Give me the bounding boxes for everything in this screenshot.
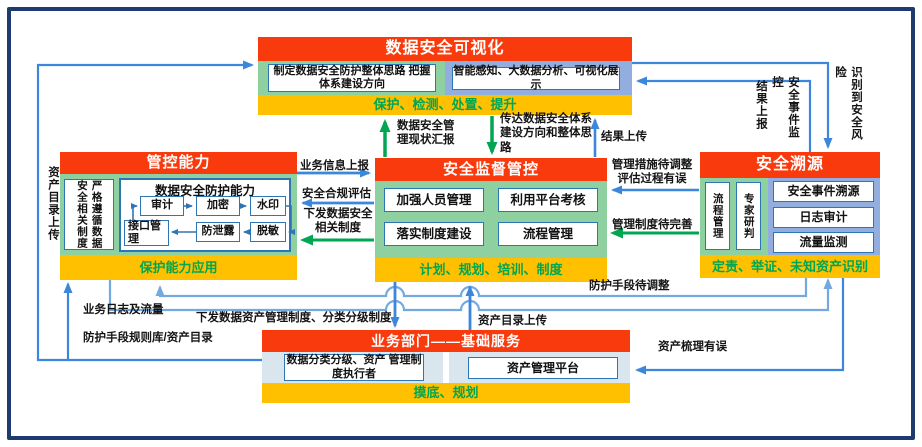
control-footer: 保护能力应用 xyxy=(60,255,297,280)
flow-box-interface-mgmt: 接口管理 xyxy=(124,220,169,246)
supervision-item-platform-assess: 利用平台考核 xyxy=(498,188,598,212)
traceability-vertical-process-mgmt: 流程管理 xyxy=(705,182,730,250)
label-result-report: 结果上报 xyxy=(755,80,767,130)
flow-box-encryption: 加密 xyxy=(196,196,240,216)
control-side-note-left-column: 安全相关制度 xyxy=(76,180,88,249)
traceability-vertical-process-mgmt-text: 流程管理 xyxy=(711,193,724,239)
business-footer: 摸底、规划 xyxy=(262,383,630,403)
supervision-box: 安全监督管控 加强人员管理 利用平台考核 落实制度建设 流程管理 计划、规划、培… xyxy=(375,158,607,282)
control-side-note: 安全相关制度 严格遵循数据 xyxy=(64,179,114,250)
traceability-item-traffic-monitor: 流量监测 xyxy=(773,232,874,253)
traceability-item-log-audit: 日志审计 xyxy=(773,207,874,228)
label-management-status-report: 数据安全管 理现状汇报 xyxy=(397,120,455,147)
label-protection-rules-asset-catalog: 防护手段规则库/资产目录 xyxy=(83,332,213,344)
label-business-logs-traffic: 业务日志及流量 xyxy=(83,304,164,316)
supervision-header: 安全监督管控 xyxy=(375,158,607,181)
visualization-box: 数据安全可视化 制定数据安全防护整体思路 把握体系建设方向 智能感知、大数据分析… xyxy=(258,37,632,115)
business-header: 业务部门——基础服务 xyxy=(262,330,630,352)
label-asset-catalog-upload-left: 资产目录上传 xyxy=(47,166,59,241)
control-header: 管控能力 xyxy=(60,152,297,174)
supervision-footer: 计划、规划、培训、制度 xyxy=(375,258,607,282)
flow-box-watermark: 水印 xyxy=(250,196,286,216)
label-asset-catalog-upload-center: 资产目录上传 xyxy=(478,315,547,327)
label-convey-system-direction: 传达数据安全体系 建设方向和整体思 路 xyxy=(500,113,592,154)
control-capability-title: 数据安全防护能力 xyxy=(154,184,255,198)
control-side-note-right-column: 严格遵循数据 xyxy=(90,180,103,249)
flow-box-desensitization: 脱敏 xyxy=(250,222,286,242)
business-right-item: 资产管理平台 xyxy=(468,357,618,379)
flow-box-audit: 审计 xyxy=(140,196,184,216)
label-issue-security-rules: 下发数据安全 相关制度 xyxy=(303,208,373,235)
supervision-item-personnel: 加强人员管理 xyxy=(384,188,484,212)
traceability-vertical-expert-judge: 专家研判 xyxy=(736,182,761,250)
traceability-footer: 定责、举证、未知资产识别 xyxy=(700,255,880,278)
label-protection-means-adjust: 防护手段待调整 xyxy=(589,280,670,292)
visualization-header: 数据安全可视化 xyxy=(258,37,632,61)
traceability-item-event-trace: 安全事件溯源 xyxy=(773,181,874,202)
visualization-footer: 保护、检测、处置、提升 xyxy=(258,95,632,115)
supervision-item-system-build: 落实制度建设 xyxy=(384,222,484,246)
label-management-measures-adjust: 管理措施待调整 评估过程有误 xyxy=(611,159,693,186)
outer-border xyxy=(7,7,915,440)
label-business-info-report: 业务信息上报 xyxy=(300,160,369,172)
label-management-system-improve: 管理制度待完善 xyxy=(612,219,693,231)
traceability-box: 安全溯源 流程管理 专家研判 安全事件溯源 日志审计 流量监测 定责、举证、未知… xyxy=(700,152,880,278)
label-asset-sorting-error: 资产梳理有误 xyxy=(658,341,727,353)
label-result-upload-top: 结果上传 xyxy=(601,131,647,143)
business-left-item: 数据分类分级、资产 管理制度执行者 xyxy=(284,354,424,381)
flow-box-leak-prevention: 防泄露 xyxy=(196,222,240,242)
traceability-header: 安全溯源 xyxy=(700,152,880,178)
supervision-item-process-mgmt: 流程管理 xyxy=(498,222,598,246)
business-box: 业务部门——基础服务 数据分类分级、资产 管理制度执行者 资产管理平台 摸底、规… xyxy=(262,330,630,403)
traceability-vertical-expert-judge-text: 专家研判 xyxy=(742,193,755,239)
label-compliance-evaluation: 安全合规评估 xyxy=(302,188,371,200)
label-issue-asset-mgmt-rules: 下发数据资产管理制度、分类分级制度 xyxy=(196,312,392,324)
visualization-left-item: 制定数据安全防护整体思路 把握体系建设方向 xyxy=(268,64,436,92)
visualization-right-item: 智能感知、大数据分析、可视化展示 xyxy=(452,65,620,91)
label-identified-security-risk: 识别到安全风险 xyxy=(834,66,862,141)
label-security-event-monitor: 安全事件监控 xyxy=(771,76,799,139)
